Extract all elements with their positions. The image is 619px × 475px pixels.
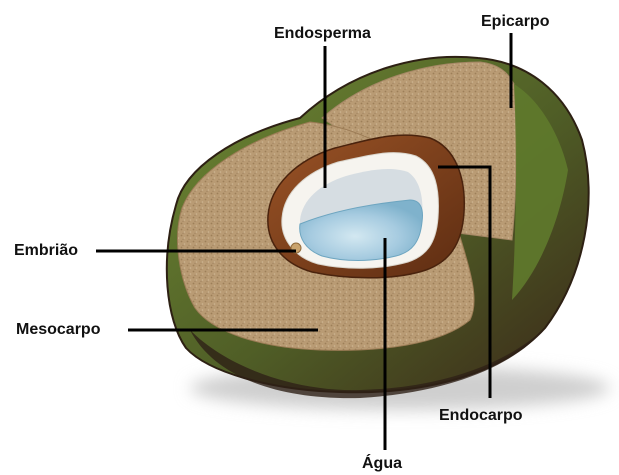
label-endosperma: Endosperma <box>274 25 371 43</box>
label-mesocarpo: Mesocarpo <box>16 321 100 339</box>
label-epicarpo: Epicarpo <box>481 13 549 31</box>
label-endocarpo: Endocarpo <box>439 407 523 425</box>
label-agua: Água <box>362 455 402 473</box>
label-embriao: Embrião <box>14 242 78 260</box>
